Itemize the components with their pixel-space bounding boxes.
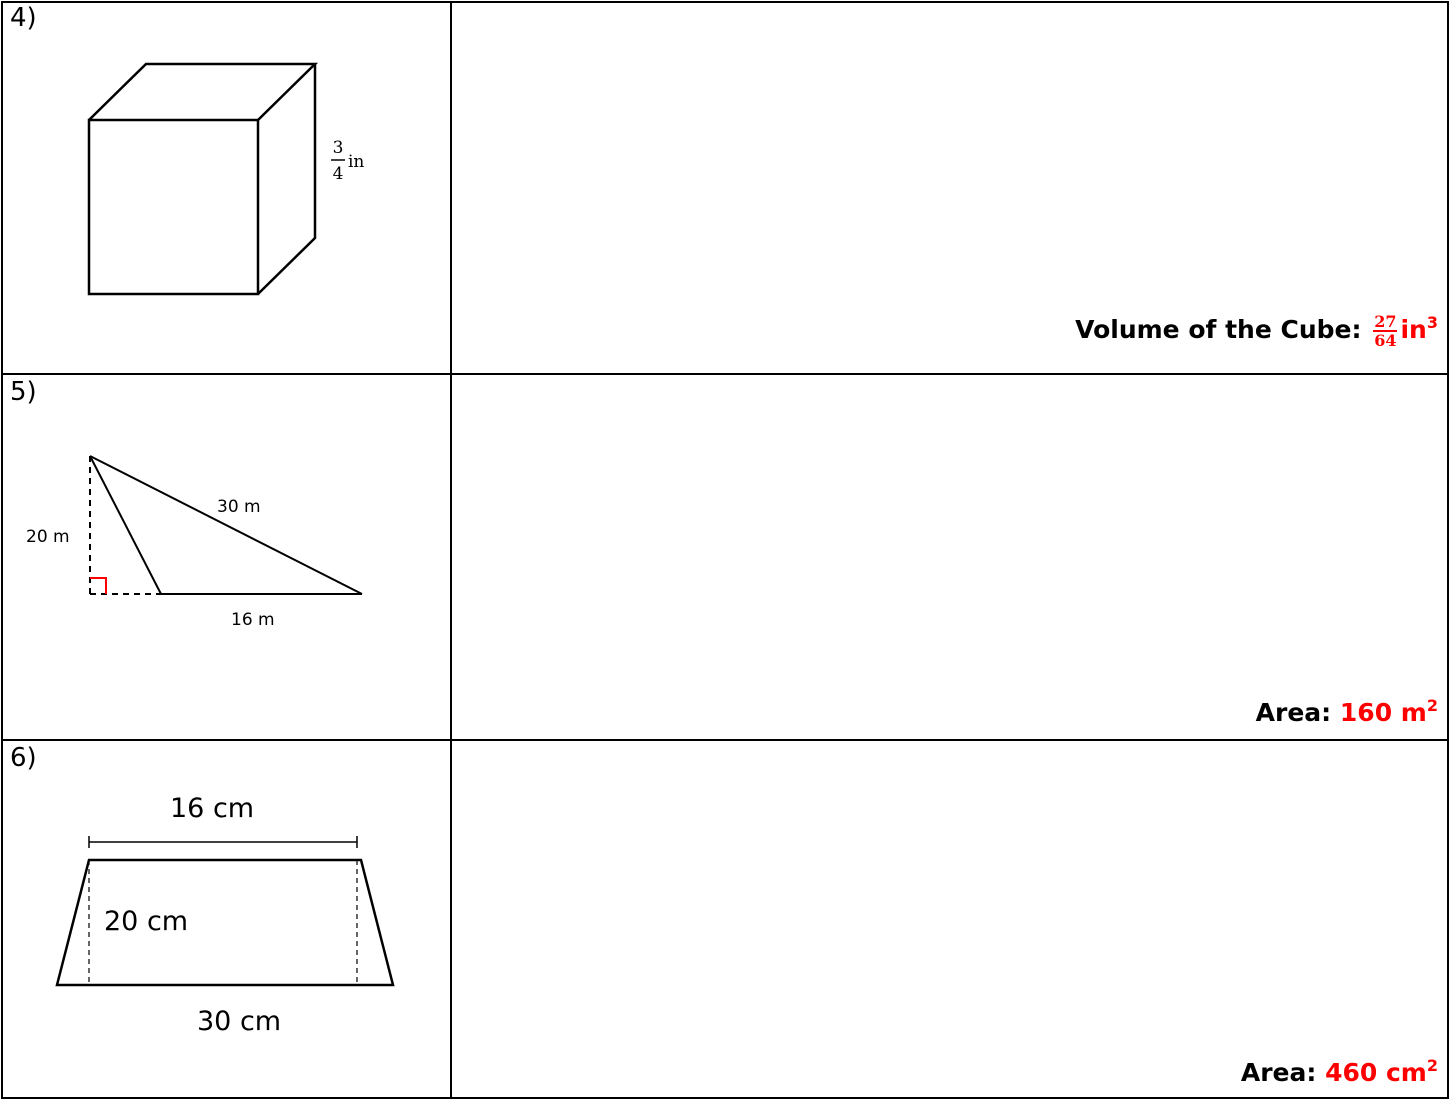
cube-figure: 3 4 in [87, 62, 364, 296]
answer: Area: 160 m2 [1256, 698, 1438, 728]
answer-exponent: 2 [1426, 1056, 1438, 1075]
problem-6-figure-cell: 6) 16 cm 20 cm 30 cm [0, 740, 451, 1100]
cube-side-numerator: 3 [333, 138, 344, 158]
answer-label: Area: [1240, 1058, 1317, 1087]
problem-number: 4) [10, 3, 37, 33]
answer-exponent: 3 [1426, 313, 1438, 332]
answer: Area: 460 cm2 [1241, 1058, 1438, 1088]
side-label: 30 m [217, 497, 261, 517]
height-label: 20 m [26, 527, 70, 547]
answer-value: 160 m [1339, 698, 1427, 727]
top-label: 16 cm [170, 793, 254, 824]
bottom-label: 30 cm [197, 1006, 281, 1037]
problem-number: 6) [10, 743, 37, 773]
problem-5-answer-cell: Area: 160 m2 [451, 374, 1450, 740]
answer-value: 460 cm [1325, 1058, 1427, 1087]
base-label: 16 m [231, 610, 275, 630]
answer-label: Volume of the Cube: [1075, 315, 1362, 344]
triangle-figure: 20 m 30 m 16 m [26, 455, 363, 630]
answer-numerator: 27 [1373, 312, 1398, 332]
answer-denominator: 64 [1374, 331, 1397, 350]
problem-5-figure-cell: 5) 20 m 30 m 16 m [0, 374, 451, 740]
answer-unit: in [1400, 315, 1427, 344]
cube-side-denominator: 4 [333, 164, 344, 184]
height-label: 20 cm [104, 906, 188, 937]
answer-label: Area: [1255, 698, 1332, 727]
answer-exponent: 2 [1426, 696, 1438, 715]
trapezoid-figure: 16 cm 20 cm 30 cm [55, 793, 395, 1037]
problem-4-figure-cell: 4) 3 4 in [0, 0, 451, 374]
cube-side-unit: in [348, 152, 364, 172]
problem-number: 5) [10, 377, 37, 407]
problem-6-answer-cell: Area: 460 cm2 [451, 740, 1450, 1100]
right-angle-mark [90, 577, 107, 594]
